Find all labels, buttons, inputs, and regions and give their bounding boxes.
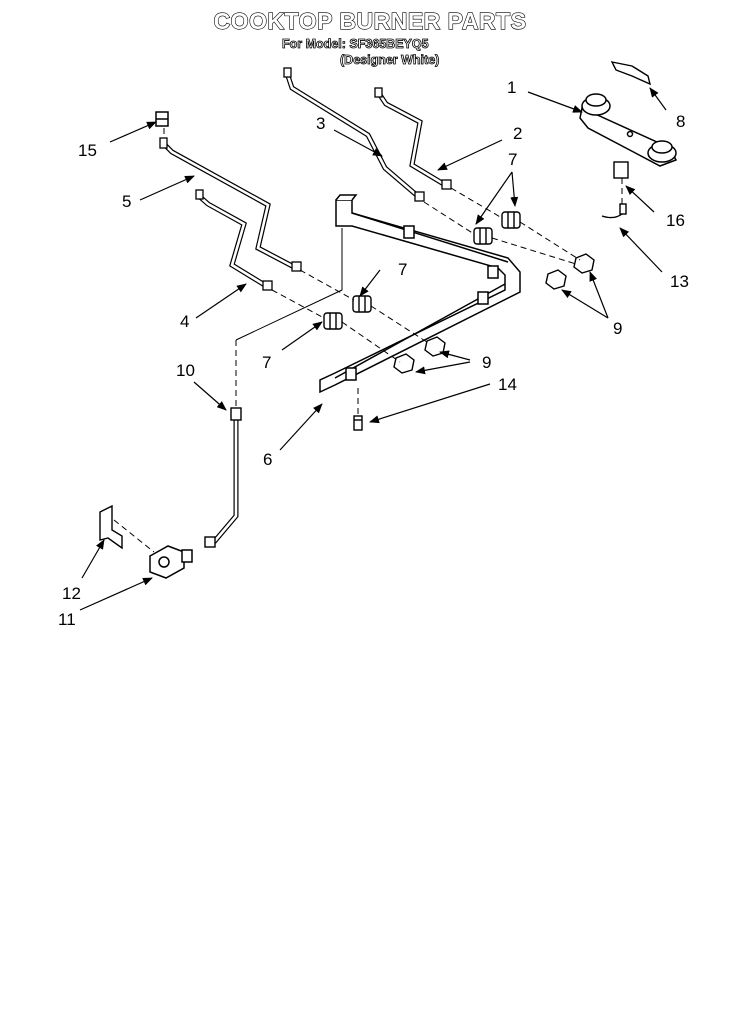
callout-15: 15 bbox=[78, 141, 97, 160]
callout-7c: 7 bbox=[262, 353, 271, 372]
callout-1: 1 bbox=[507, 78, 516, 97]
spark-igniter-assembly bbox=[579, 93, 678, 167]
callout-9b: 9 bbox=[482, 353, 491, 372]
regulator-valve-11 bbox=[149, 545, 193, 579]
screw-14 bbox=[353, 415, 363, 431]
supply-tube-10 bbox=[212, 412, 239, 544]
orifice-holders bbox=[393, 253, 595, 374]
leader-line-10 bbox=[235, 228, 343, 341]
tube-fittings bbox=[159, 67, 452, 291]
assembly-guide-lines bbox=[113, 128, 623, 553]
diagram-title: COOKTOP BURNER PARTS bbox=[213, 7, 527, 34]
callout-arrows bbox=[79, 87, 667, 611]
gas-tube-5 bbox=[161, 141, 298, 271]
callout-7a: 7 bbox=[508, 150, 517, 169]
callout-5: 5 bbox=[122, 192, 131, 211]
model-variant: (Designer White) bbox=[340, 53, 440, 68]
callout-3: 3 bbox=[316, 114, 325, 133]
callout-6: 6 bbox=[263, 450, 272, 469]
callout-4: 4 bbox=[180, 312, 189, 331]
model-number: For Model: SF365BEYQ5 bbox=[282, 37, 429, 52]
callout-8: 8 bbox=[676, 112, 685, 131]
callout-14: 14 bbox=[498, 375, 517, 394]
callout-11: 11 bbox=[58, 610, 76, 629]
callout-2: 2 bbox=[513, 124, 522, 143]
callout-7b: 7 bbox=[398, 260, 407, 279]
callout-9a: 9 bbox=[613, 319, 622, 338]
bracket-16 bbox=[601, 161, 629, 219]
manifold-pipe bbox=[319, 194, 521, 394]
burner-valve bbox=[323, 211, 521, 330]
tube-10-fitting bbox=[204, 407, 242, 548]
callout-10: 10 bbox=[176, 361, 195, 380]
callout-13: 13 bbox=[670, 272, 689, 291]
burner-orifice-15 bbox=[155, 111, 169, 127]
callout-12: 12 bbox=[62, 584, 81, 603]
callout-16: 16 bbox=[666, 211, 685, 230]
mounting-bracket-8 bbox=[610, 61, 652, 86]
callout-labels: 1 2 3 4 5 6 7 7 7 8 9 9 10 11 12 13 14 1… bbox=[58, 78, 689, 629]
